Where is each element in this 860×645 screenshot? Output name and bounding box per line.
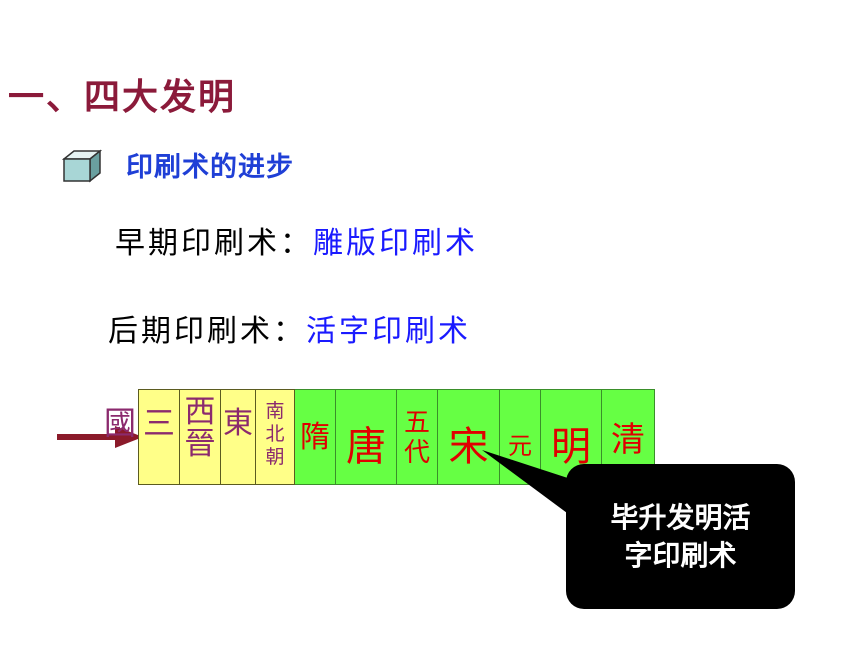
- timeline-cell-dong: 東: [221, 389, 256, 485]
- dynasty-label: 東: [223, 406, 253, 441]
- early-printing-label: 早期印刷术：: [115, 226, 313, 261]
- callout-line-1: 毕升发明活: [610, 500, 751, 534]
- dynasty-label: 五代: [404, 408, 431, 468]
- dynasty-label: 元: [508, 432, 532, 460]
- bullet-row: 印刷术的进步: [62, 145, 294, 184]
- dynasty-label: 南北朝: [265, 400, 285, 468]
- arrow-right-icon: [57, 426, 143, 448]
- cube-bullet-icon: [62, 148, 102, 183]
- dynasty-label: 宋: [448, 424, 489, 470]
- later-printing-label: 后期印刷术：: [108, 314, 306, 349]
- timeline-cell-nanbeichao: 南北朝: [256, 389, 295, 485]
- timeline-cell-xijin: 西晉: [180, 389, 221, 485]
- timeline-cell-song: 宋: [438, 389, 500, 485]
- timeline-cell-yuan: 元: [500, 389, 541, 485]
- timeline-cell-sui: 隋: [295, 389, 336, 485]
- later-printing-line: 后期印刷术：活字印刷术: [108, 306, 471, 350]
- timeline-cell-san: 三: [138, 389, 180, 485]
- timeline-cell-wudai: 五代: [397, 389, 438, 485]
- dynasty-label: 三: [142, 404, 175, 442]
- callout-box: 毕升发明活 字印刷术: [566, 464, 795, 609]
- subheading: 印刷术的进步: [126, 152, 294, 183]
- later-printing-value: 活字印刷术: [306, 314, 471, 349]
- dynasty-label: 唐: [346, 424, 386, 470]
- dynasty-label: 西晉: [184, 394, 216, 462]
- section-heading: 一、四大发明: [8, 77, 237, 118]
- dynasty-label: 隋: [300, 420, 330, 455]
- callout-line-2: 字印刷术: [624, 538, 737, 572]
- timeline-cell-tang: 唐: [336, 389, 397, 485]
- timeline-lead-char: 國: [104, 404, 137, 442]
- dynasty-label: 清: [611, 420, 645, 460]
- early-printing-line: 早期印刷术：雕版印刷术: [115, 218, 478, 262]
- early-printing-value: 雕版印刷术: [313, 226, 478, 261]
